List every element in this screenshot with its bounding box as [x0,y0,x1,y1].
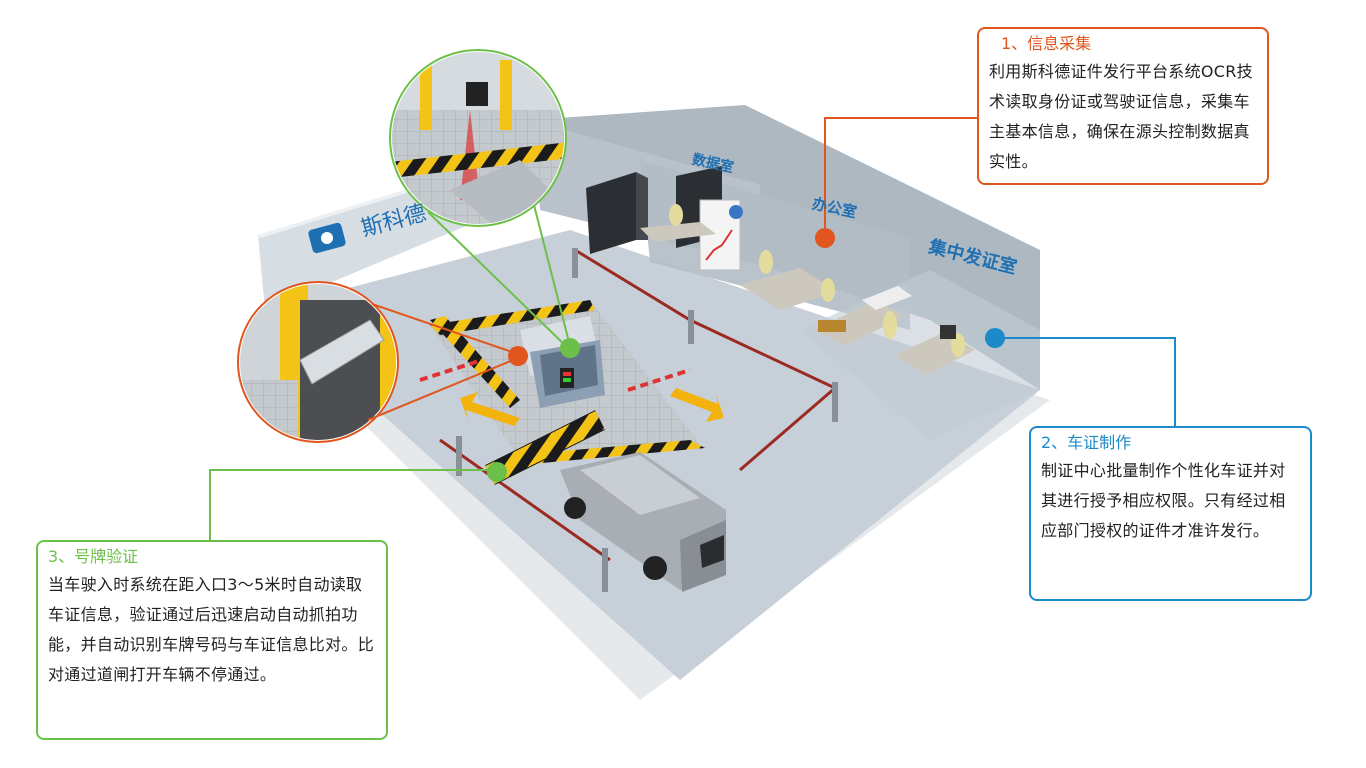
office-desks-icon [640,204,975,375]
van-icon [560,452,726,592]
callout-permit-production: 2、车证制作 制证中心批量制作个性化车证并对其进行授予相应权限。只有经过相应部门… [1029,426,1312,601]
callout-body: 当车驶入时系统在距入口3～5米时自动读取车证信息，验证通过后迅速启动自动抓拍功能… [48,575,375,684]
callout-info-collection: 1、信息采集 利用斯科德证件发行平台系统OCR技术读取身份证或驾驶证信息，采集车… [977,27,1269,185]
zoom-reader-detail [237,281,399,443]
logo-icon [308,222,346,254]
exit-arrow-icon [670,388,724,422]
marker-green-gate [487,462,507,482]
callout-body: 制证中心批量制作个性化车证并对其进行授予相应权限。只有经过相应部门授权的证件才准… [1041,461,1286,540]
rope-barrier [439,248,838,562]
marker-orange-reader [508,346,528,366]
marker-green-camera [560,338,580,358]
zoom-camera-detail [389,49,567,227]
toll-booth-icon [520,316,605,408]
marker-blue-issuing [985,328,1005,348]
callout-title: 3、号牌验证 [48,547,139,566]
marker-orange-office [815,228,835,248]
callout-title: 1、信息采集 [1001,34,1092,53]
entry-arrow-icon [460,392,520,426]
callout-title: 2、车证制作 [1041,433,1132,452]
callout-plate-verification: 3、号牌验证 当车驶入时系统在距入口3～5米时自动读取车证信息，验证通过后迅速启… [36,540,388,740]
callout-body: 利用斯科德证件发行平台系统OCR技术读取身份证或驾驶证信息，采集车主基本信息，确… [989,62,1253,171]
